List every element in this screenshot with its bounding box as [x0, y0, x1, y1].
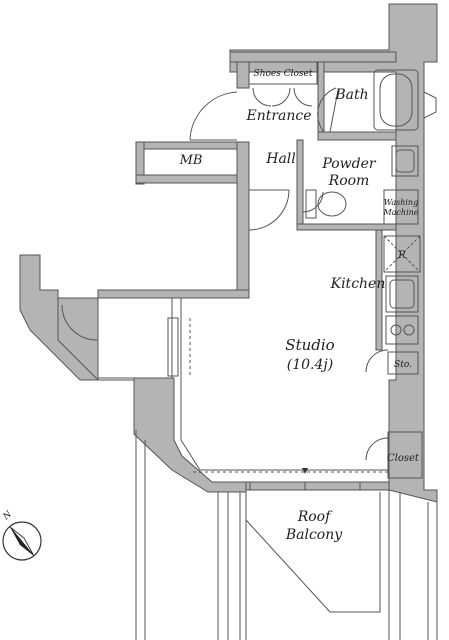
powder-room-label-line1: Powder: [321, 156, 377, 172]
powder-room-bottom-wall: [296, 223, 397, 231]
closet-label: Closet: [387, 453, 420, 464]
kitchen-label: Kitchen: [330, 276, 386, 292]
mb-wall-top: [135, 141, 250, 150]
left-wing-wall: [19, 254, 99, 381]
kitchen-wall: [375, 229, 383, 351]
mb-wall-bottom: [135, 174, 250, 184]
hall-label: Hall: [265, 151, 296, 167]
compass-needle-tail-icon: [9, 526, 35, 557]
bath-bottom-wall: [317, 131, 397, 141]
compass: N: [1, 509, 42, 561]
top-wall: [229, 51, 397, 63]
shoes-closet-label: Shoes Closet: [254, 69, 313, 79]
mb-wall-left: [135, 141, 145, 185]
bath-label: Bath: [334, 87, 368, 103]
studio-top-wall: [97, 289, 250, 299]
roof-balcony-label-line1: Roof: [297, 509, 333, 525]
bath-left-wall: [317, 61, 325, 137]
walls: [19, 3, 438, 503]
powder-room-left-wall: [296, 139, 304, 231]
storage-label: Sto.: [394, 360, 412, 370]
compass-ring: [2, 521, 42, 561]
entrance-label: Entrance: [245, 108, 311, 124]
interior-lines: [57, 61, 438, 640]
mb-label: MB: [179, 153, 203, 168]
lower-left-wall: [133, 377, 247, 493]
entrance-left-wall: [236, 61, 250, 89]
hall-left-wall: [236, 141, 250, 299]
bottom-wall: [245, 481, 390, 491]
washing-machine-label-line2: Machine: [382, 208, 418, 217]
studio-size-label: (10.4j): [287, 357, 333, 373]
refrigerator-label: R: [397, 250, 406, 261]
powder-room-label-line2: Room: [328, 173, 370, 189]
washing-machine-label-line1: Washing: [384, 198, 418, 207]
compass-north-label: N: [1, 509, 15, 523]
studio-label: Studio: [285, 336, 334, 354]
roof-balcony-label-line2: Balcony: [285, 527, 343, 543]
